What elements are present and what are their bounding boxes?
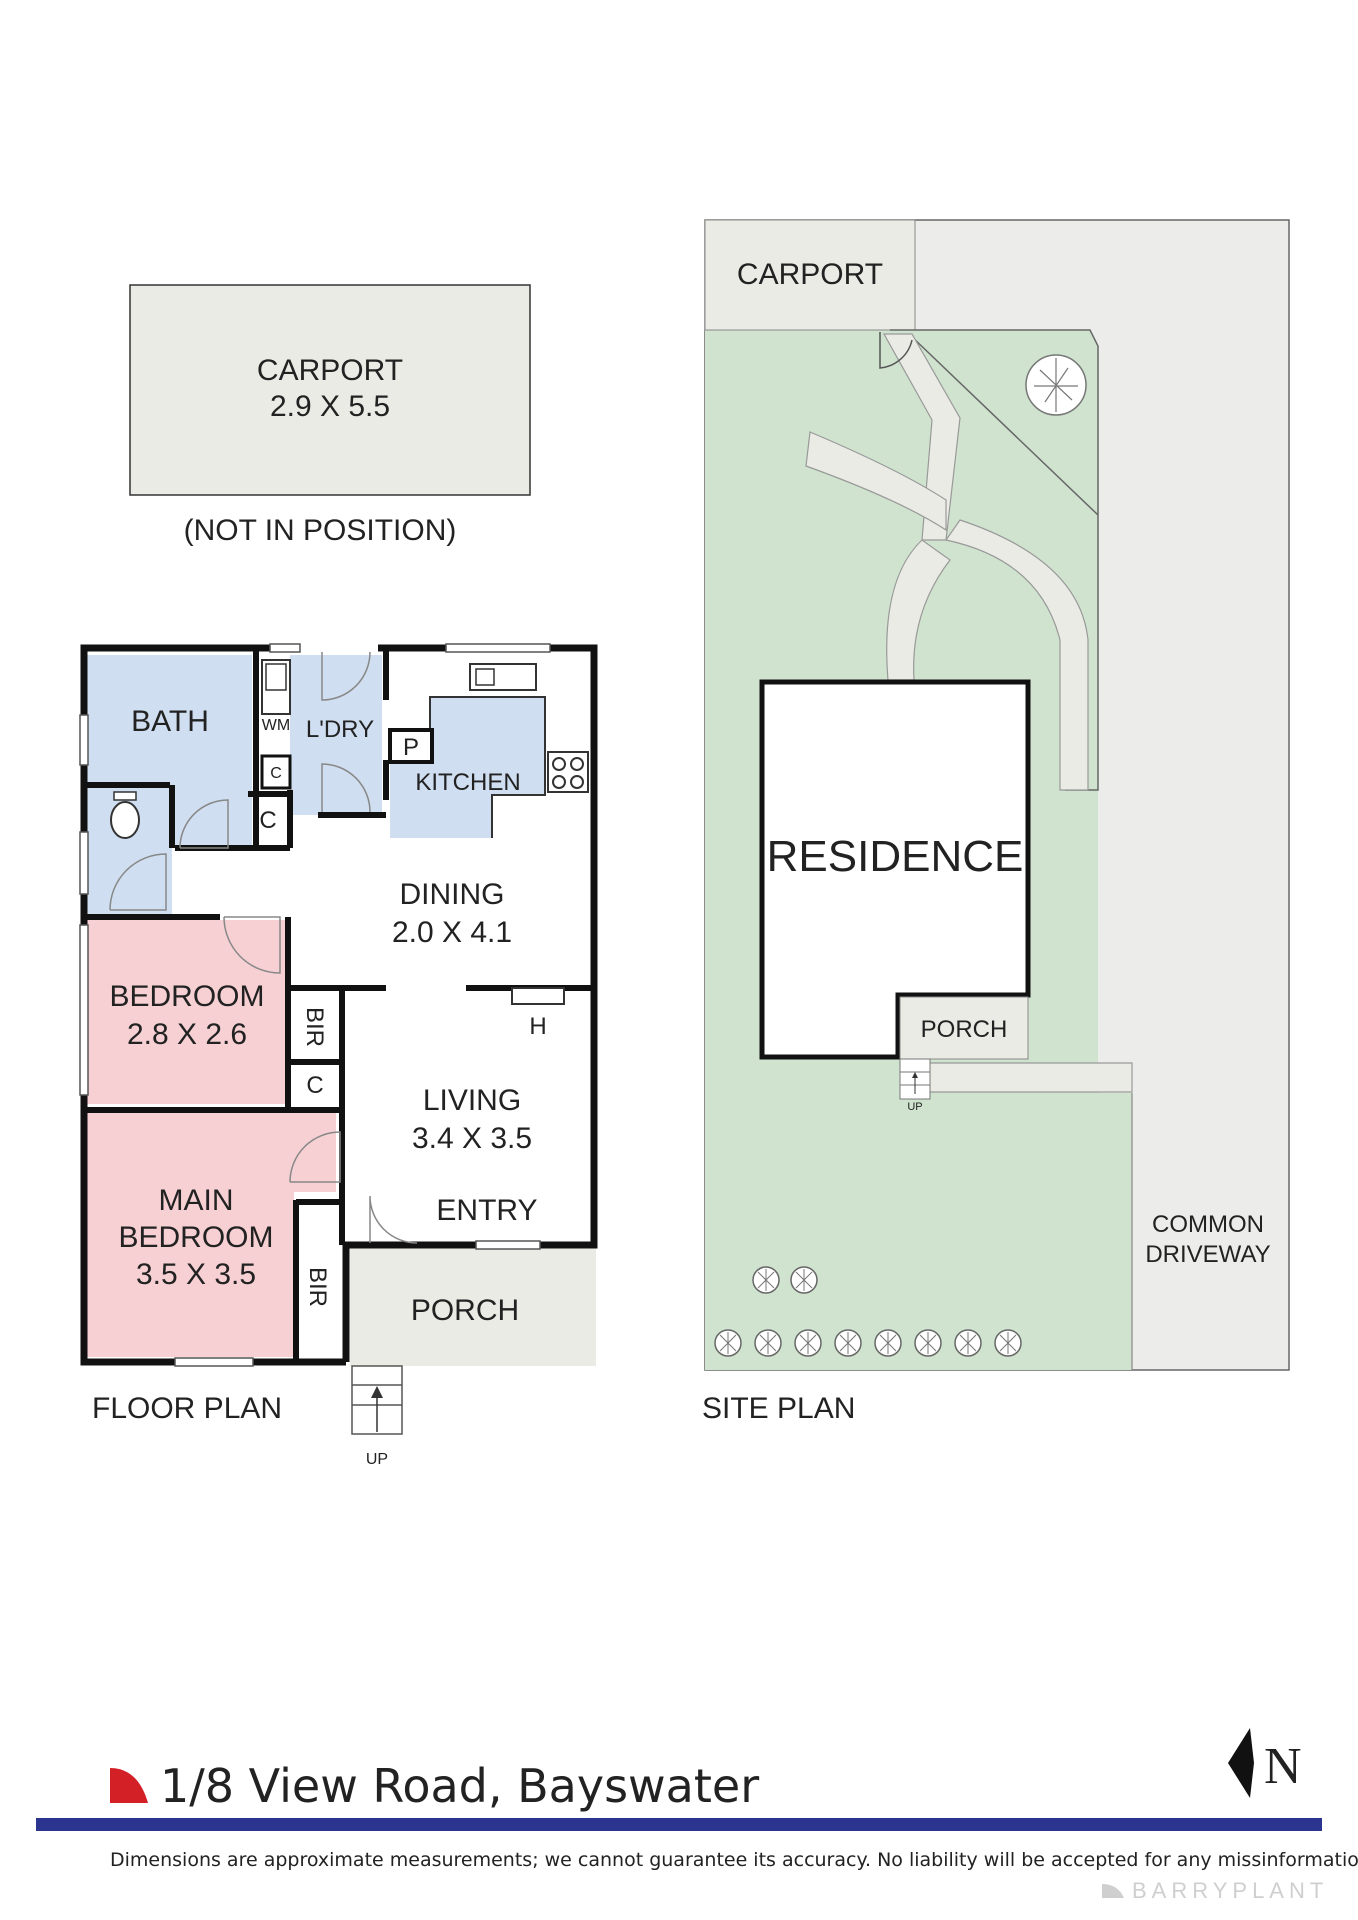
disclaimer-text: Dimensions are approximate measurements;… [110, 1849, 1358, 1871]
site-plan: CARPORT RESIDENCE PORCH UP COMMON DRIVEW… [702, 219, 1290, 1425]
label-pantry: P [403, 734, 419, 761]
bedroom-fill [86, 920, 286, 1104]
laundry-tub [265, 663, 287, 691]
site-label-common: COMMON [1152, 1211, 1264, 1238]
north-arrow-icon [1228, 1728, 1254, 1798]
site-label-porch: PORCH [921, 1016, 1008, 1043]
shrub-icon [874, 1329, 902, 1357]
label-kitchen: KITCHEN [415, 769, 520, 796]
site-label-carport: CARPORT [737, 258, 883, 291]
label-cupboard-2: C [259, 807, 276, 834]
label-bir-2: BIR [304, 1267, 331, 1307]
site-shrubs [714, 1266, 1022, 1357]
carport-note: (NOT IN POSITION) [184, 514, 457, 547]
label-wm: WM [262, 717, 290, 734]
shrub-icon [754, 1329, 782, 1357]
kitchen-sink-bowl [475, 668, 495, 686]
site-carport [704, 219, 916, 331]
carport-box [129, 284, 531, 496]
site-plan-caption: SITE PLAN [702, 1392, 855, 1425]
site-tree-large [1025, 354, 1087, 416]
main-bedroom-fill-top [86, 1112, 336, 1192]
site-label-driveway: DRIVEWAY [1145, 1241, 1270, 1268]
label-laundry: L'DRY [306, 716, 374, 743]
pantry-box [388, 728, 434, 764]
label-entry: ENTRY [436, 1194, 537, 1227]
shrub-icon [914, 1329, 942, 1357]
label-porch: PORCH [411, 1294, 519, 1327]
porch-steps [351, 1365, 403, 1435]
door-swings [109, 651, 418, 1244]
label-living: LIVING [423, 1084, 521, 1117]
windows [79, 643, 551, 1367]
brand-logo-icon [1102, 1884, 1124, 1898]
shrub-icon [794, 1329, 822, 1357]
site-label-up: UP [907, 1101, 922, 1113]
shrub-icon [790, 1266, 818, 1294]
label-heater: H [529, 1013, 546, 1040]
site-residence [759, 679, 1031, 1060]
label-bir-1: BIR [301, 1007, 328, 1047]
porch-fill [350, 1248, 596, 1366]
heater-unit [511, 987, 565, 1005]
kitchen-bench [429, 696, 546, 838]
toilet-bowl [110, 801, 140, 839]
site-paths [805, 333, 1133, 1093]
label-bath: BATH [131, 705, 209, 738]
carport-label: CARPORT [257, 354, 403, 387]
north-label: N [1264, 1738, 1302, 1795]
floor-plan-caption: FLOOR PLAN [92, 1392, 282, 1425]
floor-plan: CARPORT 2.9 X 5.5 (NOT IN POSITION) [79, 284, 598, 1468]
shrub-icon [752, 1266, 780, 1294]
label-dining-dims: 2.0 X 4.1 [392, 916, 512, 949]
address-title: 1/8 View Road, Bayswater [160, 1759, 759, 1813]
cupboard-c1-box [260, 754, 292, 790]
label-cupboard-3: C [306, 1072, 323, 1099]
carport-dims: 2.9 X 5.5 [270, 390, 390, 423]
shrub-icon [714, 1329, 742, 1357]
bir-2-fill [296, 1202, 338, 1357]
kitchen-fill [390, 697, 545, 838]
cooktop [547, 751, 589, 793]
label-main-bedroom-dims: 3.5 X 3.5 [136, 1258, 256, 1291]
site-gate-swing [879, 332, 913, 369]
label-dining: DINING [400, 878, 505, 911]
label-bedroom-dims: 2.8 X 2.6 [127, 1018, 247, 1051]
address-accent-icon [110, 1768, 148, 1803]
label-bedroom: BEDROOM [109, 980, 264, 1013]
shrub-icon [954, 1329, 982, 1357]
label-cupboard-1: C [270, 765, 282, 782]
site-porch [899, 996, 1029, 1060]
footer-rule [36, 1818, 1322, 1831]
site-steps [899, 1058, 931, 1100]
shrub-icon [994, 1329, 1022, 1357]
brand-name: BARRYPLANT [1132, 1878, 1328, 1903]
laundry-fill [290, 655, 382, 815]
site-label-residence: RESIDENCE [767, 832, 1024, 881]
shrub-icon [834, 1329, 862, 1357]
site-fence-diagonal [909, 334, 1099, 516]
footer: 1/8 View Road, Bayswater N Dimensions ar… [36, 1728, 1358, 1903]
kitchen-sink [469, 663, 537, 691]
label-main-bedroom: BEDROOM [118, 1221, 273, 1254]
toilet-cistern [113, 791, 137, 801]
label-main: MAIN [159, 1184, 234, 1217]
label-living-dims: 3.4 X 3.5 [412, 1122, 532, 1155]
label-up: UP [366, 1451, 388, 1468]
